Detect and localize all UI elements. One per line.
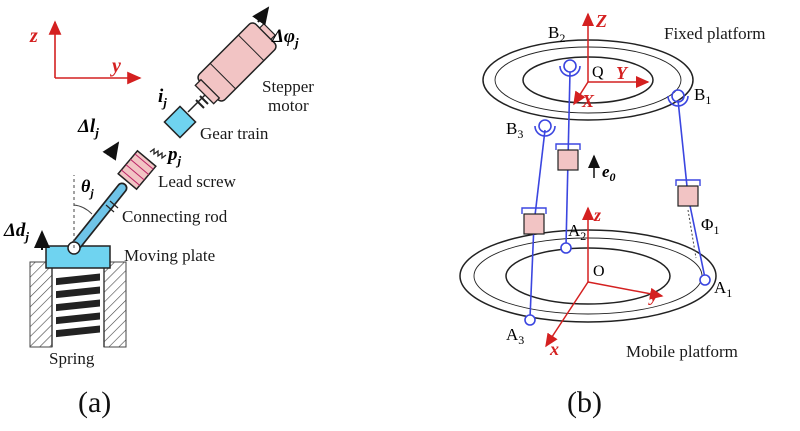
fixed-platform-label: Fixed platform — [664, 24, 766, 43]
y-axis-label: y — [648, 285, 659, 305]
B2-label: B2 — [548, 23, 565, 45]
delta-phi-label: Δφj — [271, 26, 299, 50]
axis-z-label: z — [29, 25, 38, 47]
moving-plate-label: Moving plate — [124, 246, 215, 265]
actuator-leg-3 — [523, 213, 545, 235]
stepper-label-line1: Stepper — [262, 77, 314, 96]
Phi1-label: Φ1 — [701, 215, 719, 237]
spring-icon — [56, 273, 100, 338]
upper-joints-icon — [534, 59, 689, 137]
spring-label: Spring — [49, 349, 95, 368]
stepper-label-line2: motor — [268, 96, 309, 115]
screw-thread-icon — [149, 147, 167, 160]
delta-d-label: Δdj — [3, 220, 29, 244]
i-j-label: ij — [158, 86, 167, 110]
B1-label: B1 — [694, 85, 711, 107]
lower-joints-icon — [524, 242, 711, 326]
X-axis-label: X — [581, 91, 595, 111]
axes-zy-icon — [48, 20, 142, 85]
mobile-platform-label: Mobile platform — [626, 342, 738, 361]
O-label: O — [593, 263, 605, 280]
actuator-caps — [521, 143, 701, 214]
z-axis-label: z — [593, 205, 601, 225]
Y-axis-label: Y — [616, 63, 629, 83]
gear-train-label: Gear train — [200, 124, 269, 143]
p-j-label: pj — [166, 144, 182, 168]
connecting-rod-label: Connecting rod — [122, 207, 228, 226]
caption-a: (a) — [78, 386, 111, 419]
B3-label: B3 — [506, 119, 523, 141]
lead-screw-block — [117, 149, 157, 191]
delta-phi-arrow — [252, 6, 270, 26]
theta-arc — [73, 204, 93, 215]
spring-housing — [29, 261, 127, 348]
delta-l-arrow — [102, 141, 120, 161]
stepper-motor-icon — [194, 22, 277, 105]
e0-label: e0 — [602, 162, 616, 184]
Z-axis-label: Z — [595, 11, 607, 31]
actuator-leg-2 — [557, 149, 579, 171]
A3-label: A3 — [506, 325, 524, 347]
theta-j-label: θj — [81, 176, 94, 200]
lead-screw-label: Lead screw — [158, 172, 237, 191]
leg-2 — [565, 71, 571, 247]
panel-a: z y — [3, 6, 314, 419]
gear-train-block — [163, 105, 197, 139]
connecting-rod — [67, 182, 128, 255]
x-axis-label: x — [549, 339, 559, 359]
panel-b: B2 Z Fixed platform Q Y X B1 B3 e0 z A2 … — [459, 11, 766, 419]
fixed-frame-axes — [573, 12, 650, 106]
axis-y-label: y — [110, 55, 121, 77]
Q-label: Q — [592, 64, 604, 81]
A2-label: A2 — [568, 221, 586, 243]
A1-label: A1 — [714, 278, 732, 300]
mobile-frame-axes — [545, 206, 664, 348]
delta-l-label: Δlj — [77, 116, 99, 140]
actuator-leg-1 — [677, 185, 699, 207]
caption-b: (b) — [567, 386, 602, 419]
